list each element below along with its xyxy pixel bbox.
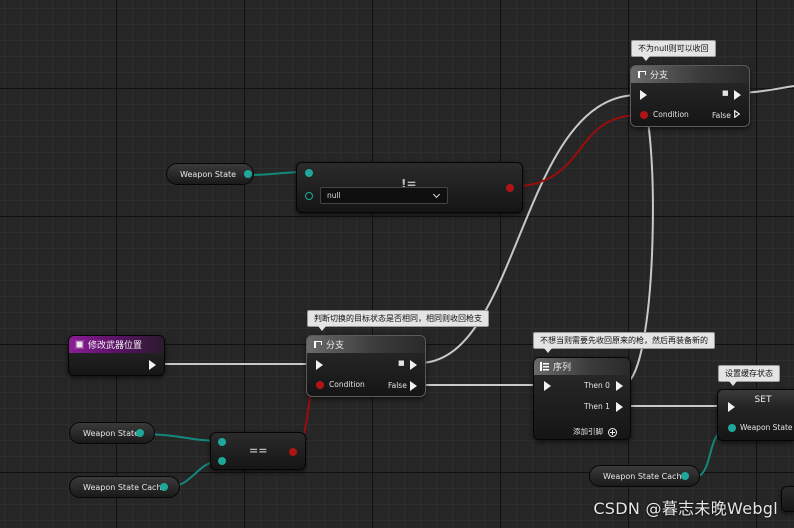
bool-wire	[507, 114, 641, 188]
bookmark-icon: ■	[722, 89, 729, 97]
enum-out-pin[interactable]	[244, 170, 252, 178]
enum-out-pin[interactable]	[681, 472, 689, 480]
condition-pin[interactable]	[316, 381, 324, 389]
then1-label: Then 1	[584, 402, 610, 411]
exec-in-pin[interactable]	[728, 402, 735, 412]
chevron-down-icon	[432, 190, 441, 199]
set-header: SET	[718, 390, 794, 409]
bool-out-pin[interactable]	[506, 184, 514, 192]
enum-in-pin[interactable]	[728, 424, 736, 432]
enum-in-pin-a[interactable]	[305, 169, 313, 177]
exec-out-pin[interactable]	[149, 360, 156, 370]
add-pin-label: 添加引脚	[573, 427, 603, 436]
event-header: 修改武器位置	[69, 336, 164, 353]
add-icon	[608, 427, 617, 437]
enum-value-dropdown[interactable]: null	[320, 187, 448, 204]
exec-true-pin[interactable]	[734, 90, 741, 100]
event-title: 修改武器位置	[88, 341, 143, 351]
weapon-state-variable[interactable]: Weapon State	[166, 163, 254, 185]
comment-branch-top[interactable]: 不为null则可以收回	[631, 40, 716, 61]
exec-true-pin[interactable]	[410, 360, 417, 370]
variable-label: Weapon State	[83, 428, 140, 438]
enum-in-pin-b[interactable]	[218, 457, 226, 465]
then0-pin[interactable]	[616, 381, 623, 391]
dropdown-value: null	[327, 191, 341, 200]
false-label: False	[712, 111, 731, 120]
branch-node-top[interactable]: 分支 ■ Condition False	[630, 65, 750, 127]
enum-in-pin-a[interactable]	[218, 438, 226, 446]
then0-label: Then 0	[584, 381, 610, 390]
function-icon	[75, 340, 84, 349]
branch-icon	[637, 70, 646, 79]
add-pin-button[interactable]: 添加引脚	[573, 426, 617, 437]
branch-header: 分支	[307, 336, 425, 353]
offscreen-node[interactable]	[781, 486, 794, 512]
sequence-title: 序列	[553, 363, 572, 373]
condition-label: Condition	[329, 380, 365, 389]
weapon-state-cache-variable[interactable]: Weapon State Cache	[589, 465, 700, 487]
variable-label: Weapon State Cache	[83, 482, 167, 492]
condition-label: Condition	[653, 110, 689, 119]
sequence-header: 序列	[534, 358, 630, 375]
branch-title: 分支	[650, 71, 669, 81]
watermark-text: CSDN @暮志未晚Webgl	[593, 499, 778, 518]
exec-in-pin[interactable]	[640, 90, 647, 100]
branch-header: 分支	[631, 66, 749, 83]
weapon-state-variable[interactable]: Weapon State	[69, 422, 155, 444]
enum-in-pin-b[interactable]	[305, 192, 313, 200]
enum-out-pin[interactable]	[136, 429, 144, 437]
comment-branch-mid[interactable]: 判断切换的目标状态是否相同，相同则收回枪支	[307, 310, 489, 331]
sequence-icon	[540, 362, 549, 371]
branch-title: 分支	[326, 341, 345, 351]
exec-in-pin[interactable]	[316, 360, 323, 370]
then1-pin[interactable]	[616, 402, 623, 412]
variable-label: Weapon State Cache	[603, 471, 687, 481]
set-pin-label: Weapon State	[740, 423, 793, 432]
exec-in-pin[interactable]	[544, 381, 551, 391]
not-equal-node[interactable]: != null	[296, 162, 523, 213]
condition-pin[interactable]	[640, 111, 648, 119]
set-node[interactable]: SET Weapon State	[717, 389, 794, 441]
enum-out-pin[interactable]	[160, 483, 168, 491]
set-title: SET	[754, 394, 772, 405]
variable-label: Weapon State	[180, 169, 237, 179]
bookmark-icon: ■	[398, 359, 405, 367]
sequence-node[interactable]: 序列 Then 0 Then 1 添加引脚	[533, 357, 631, 440]
branch-node-mid[interactable]: 分支 ■ Condition False	[306, 335, 426, 397]
comment-set[interactable]: 设置缓存状态	[718, 365, 780, 386]
equal-symbol: ==	[249, 444, 268, 457]
exec-false-pin[interactable]	[410, 381, 417, 391]
weapon-state-cache-variable[interactable]: Weapon State Cache	[69, 476, 180, 498]
custom-event-node[interactable]: 修改武器位置	[68, 335, 165, 376]
bool-out-pin[interactable]	[289, 448, 297, 456]
false-label: False	[388, 381, 407, 390]
branch-icon	[313, 340, 322, 349]
comment-sequence[interactable]: 不想当则需要先收回原来的枪，然后再装备新的	[533, 332, 715, 353]
equal-node[interactable]: ==	[210, 432, 306, 470]
exec-false-pin[interactable]	[734, 110, 740, 118]
